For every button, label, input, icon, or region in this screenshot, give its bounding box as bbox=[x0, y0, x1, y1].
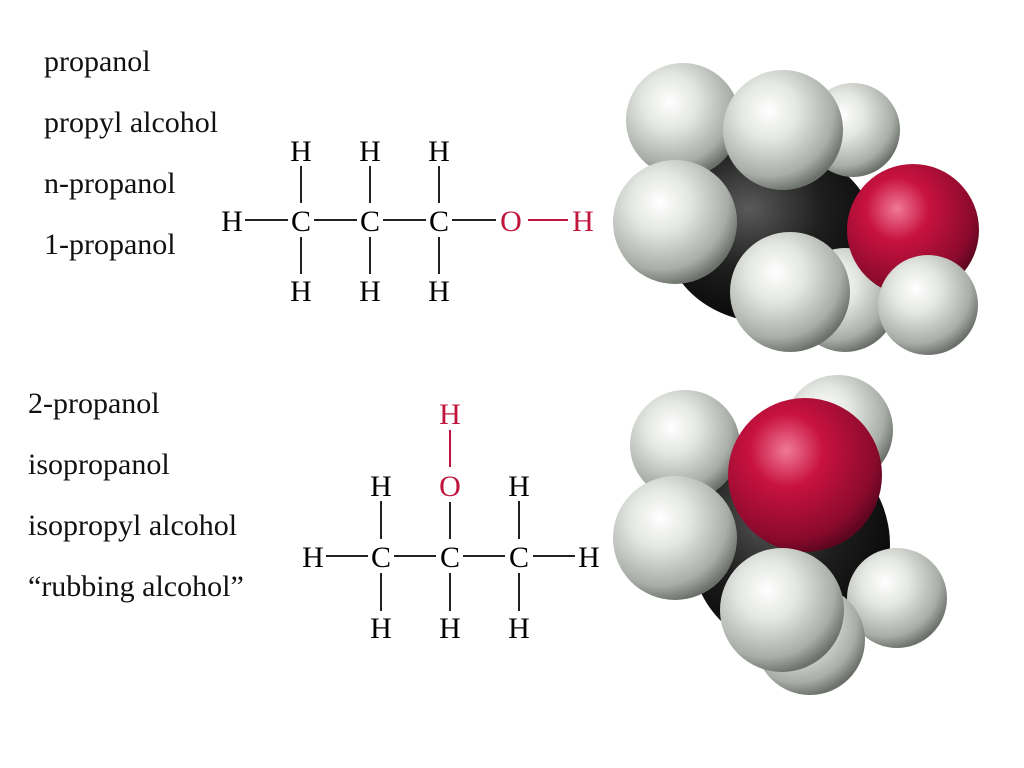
oxygen-atom: O bbox=[500, 205, 522, 238]
name-label: propyl alcohol bbox=[44, 106, 219, 139]
hydrogen-atom: H bbox=[370, 612, 392, 645]
name-label: isopropyl alcohol bbox=[28, 509, 238, 542]
hydrogen-atom: H bbox=[428, 275, 450, 308]
hydrogen-atom: H bbox=[221, 205, 243, 238]
propanol-structural-formula: H C C C O H H H H H H H bbox=[221, 135, 594, 308]
hydrogen-atom: H bbox=[359, 135, 381, 168]
propanol-bonds bbox=[245, 166, 568, 274]
hydrogen-sphere bbox=[626, 63, 740, 177]
hydrogen-atom: H bbox=[572, 205, 594, 238]
name-label: propanol bbox=[44, 45, 151, 78]
propanol-space-filling-model bbox=[613, 63, 979, 355]
hydrogen-sphere bbox=[730, 232, 850, 352]
carbon-atom: C bbox=[440, 541, 460, 574]
hydrogen-sphere bbox=[613, 160, 737, 284]
isopropanol-structural-formula: H C C C H H H O H H H H bbox=[302, 398, 600, 645]
hydrogen-atom: H bbox=[439, 398, 461, 431]
hydrogen-atom: H bbox=[290, 275, 312, 308]
name-label: 1-propanol bbox=[44, 228, 176, 261]
hydrogen-atom: H bbox=[290, 135, 312, 168]
hydrogen-atom: H bbox=[439, 612, 461, 645]
oxygen-sphere bbox=[728, 398, 882, 552]
name-label: isopropanol bbox=[28, 448, 170, 481]
hydrogen-sphere bbox=[630, 390, 740, 500]
hydrogen-atom: H bbox=[428, 135, 450, 168]
hydrogen-atom: H bbox=[302, 541, 324, 574]
isopropanol-bonds bbox=[326, 430, 575, 611]
hydrogen-atom: H bbox=[578, 541, 600, 574]
hydrogen-sphere bbox=[847, 548, 947, 648]
carbon-atom: C bbox=[371, 541, 391, 574]
propanol-names: propanol propyl alcohol n-propanol 1-pro… bbox=[44, 31, 218, 275]
hydrogen-atom: H bbox=[508, 612, 530, 645]
hydrogen-atom: H bbox=[508, 470, 530, 503]
carbon-atom: C bbox=[429, 205, 449, 238]
isopropanol-space-filling-model bbox=[613, 375, 947, 695]
carbon-atom: C bbox=[360, 205, 380, 238]
hydrogen-sphere bbox=[878, 255, 978, 355]
isopropanol-names: 2-propanol isopropanol isopropyl alcohol… bbox=[28, 373, 244, 617]
name-label: n-propanol bbox=[44, 167, 176, 200]
name-label: “rubbing alcohol” bbox=[28, 570, 244, 603]
hydrogen-sphere bbox=[720, 548, 844, 672]
propanol-atoms: H C C C O H H H H H H H bbox=[221, 135, 594, 308]
hydrogen-sphere bbox=[613, 476, 737, 600]
oxygen-atom: O bbox=[439, 470, 461, 503]
carbon-atom: C bbox=[291, 205, 311, 238]
carbon-atom: C bbox=[509, 541, 529, 574]
hydrogen-sphere bbox=[723, 70, 843, 190]
hydrogen-atom: H bbox=[359, 275, 381, 308]
hydrogen-atom: H bbox=[370, 470, 392, 503]
name-label: 2-propanol bbox=[28, 387, 160, 420]
isopropanol-atoms: H C C C H H H O H H H H bbox=[302, 398, 600, 645]
